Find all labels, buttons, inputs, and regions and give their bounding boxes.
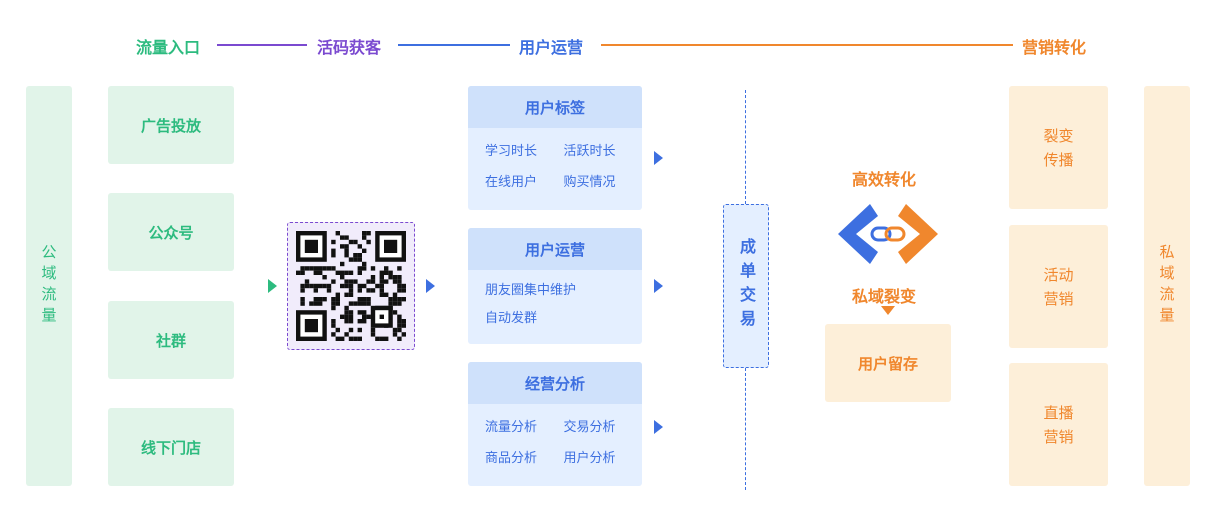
card-item: 朋友圈集中维护: [485, 282, 577, 298]
card-business-analysis: 经营分析 流量分析 交易分析 商品分析 用户分析: [468, 362, 642, 486]
divider-line: [745, 90, 746, 204]
qr-code-icon: [296, 231, 406, 341]
traffic-source-community: 社群: [108, 301, 234, 379]
stage-marketing-conversion: 营销转化: [1022, 38, 1087, 57]
traffic-source-label: 社群: [155, 331, 186, 350]
stage-qr-acquisition: 活码获客: [317, 38, 382, 57]
stage-connector: [398, 44, 510, 46]
marketing-label: 营销: [1043, 289, 1074, 308]
stage-user-operation: 用户运营: [519, 38, 584, 57]
card-title: 经营分析: [468, 362, 642, 404]
chain-link-icon: [838, 204, 938, 264]
arrow-right-icon: [426, 279, 435, 293]
marketing-label: 活动: [1043, 265, 1074, 284]
stage-traffic-entry: 流量入口: [136, 38, 201, 57]
user-retention-box: 用户留存: [825, 324, 951, 402]
private-traffic-column: 私域流量: [1144, 86, 1190, 486]
stage-connector: [217, 44, 307, 46]
stage-connector: [601, 44, 1013, 46]
conversion-title: 高效转化: [852, 170, 917, 189]
traffic-source-label: 公众号: [148, 223, 194, 242]
card-item: 在线用户: [485, 175, 538, 190]
card-item: 用户分析: [563, 451, 616, 466]
card-item: 学习时长: [485, 144, 538, 159]
traffic-source-ads: 广告投放: [108, 86, 234, 164]
marketing-label: 营销: [1043, 427, 1074, 446]
arrow-right-icon: [654, 420, 663, 434]
deal-label: 成单交易: [737, 238, 756, 334]
traffic-source-offline-store: 线下门店: [108, 408, 234, 486]
user-retention-label: 用户留存: [857, 354, 918, 373]
conversion-subtitle: 私域裂变: [852, 287, 917, 306]
card-item: 自动发群: [485, 310, 538, 326]
traffic-source-label: 线下门店: [140, 438, 201, 457]
marketing-label: 传播: [1043, 150, 1074, 169]
deal-box: 成单交易: [723, 204, 769, 368]
arrow-right-icon: [654, 279, 663, 293]
card-user-tags: 用户标签 学习时长 活跃时长 在线用户 购买情况: [468, 86, 642, 210]
card-item: 购买情况: [563, 175, 616, 190]
traffic-source-official-account: 公众号: [108, 193, 234, 271]
divider-line: [745, 368, 746, 490]
public-traffic-label: 公域流量: [39, 244, 58, 328]
card-item: 商品分析: [485, 451, 538, 466]
marketing-event: 活动 营销: [1009, 225, 1108, 348]
arrow-right-icon: [654, 151, 663, 165]
card-title: 用户标签: [468, 86, 642, 128]
card-user-operation: 用户运营 朋友圈集中维护 自动发群: [468, 228, 642, 344]
card-item: 流量分析: [485, 420, 538, 435]
card-item: 活跃时长: [563, 144, 616, 159]
qr-code-panel: [287, 222, 415, 350]
marketing-label: 裂变: [1043, 126, 1074, 145]
card-item: 交易分析: [563, 420, 616, 435]
public-traffic-column: 公域流量: [26, 86, 72, 486]
private-traffic-label: 私域流量: [1157, 244, 1176, 328]
marketing-livestream: 直播 营销: [1009, 363, 1108, 486]
arrow-right-icon: [268, 279, 277, 293]
traffic-source-label: 广告投放: [140, 116, 201, 135]
marketing-label: 直播: [1043, 403, 1074, 422]
card-title: 用户运营: [468, 228, 642, 270]
marketing-viral-spread: 裂变 传播: [1009, 86, 1108, 209]
arrow-down-icon: [881, 306, 895, 315]
